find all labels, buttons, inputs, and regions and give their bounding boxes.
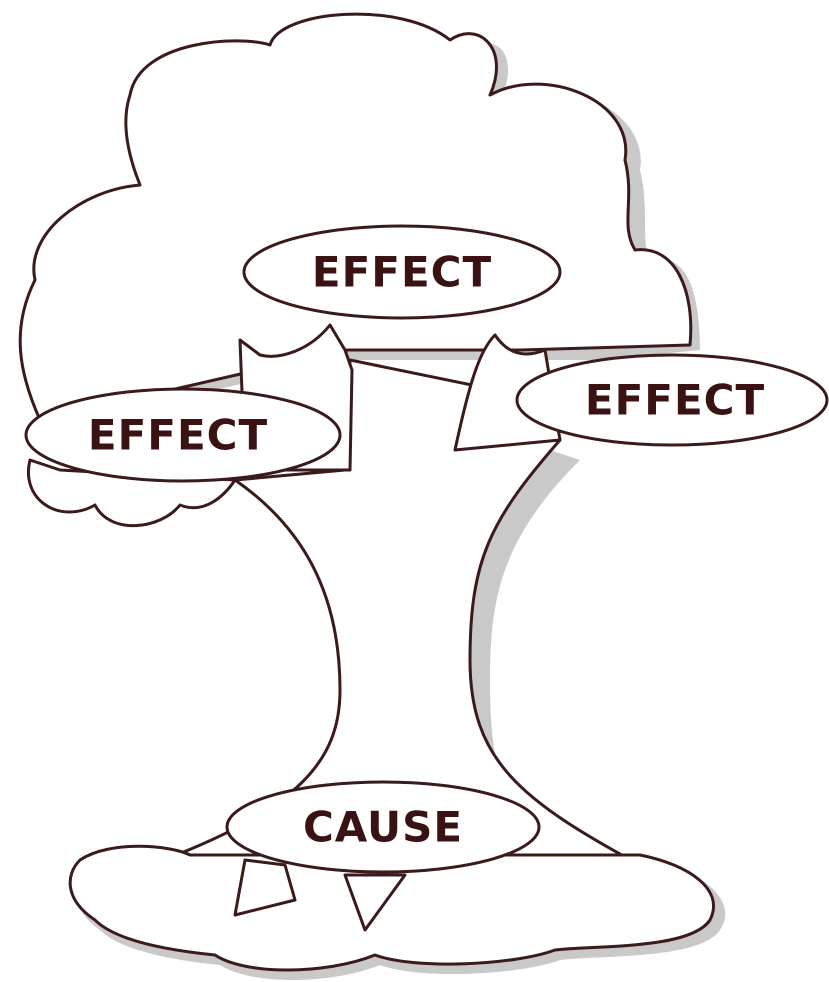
- root-prong-left: [233, 858, 297, 917]
- left-effect-label: EFFECT: [88, 411, 268, 460]
- right-effect-node: EFFECT: [515, 353, 829, 447]
- canopy-lower-left: [27, 458, 237, 528]
- right-effect-label: EFFECT: [585, 376, 765, 425]
- top-effect-node: EFFECT: [242, 224, 562, 320]
- cause-node: CAUSE: [225, 780, 541, 874]
- tree-canopy: [18, 12, 693, 422]
- left-effect-node: EFFECT: [24, 387, 342, 483]
- cause-label: CAUSE: [303, 803, 463, 852]
- root-prong-center: [343, 873, 407, 932]
- ground-roots: [68, 844, 715, 972]
- top-effect-label: EFFECT: [312, 248, 492, 297]
